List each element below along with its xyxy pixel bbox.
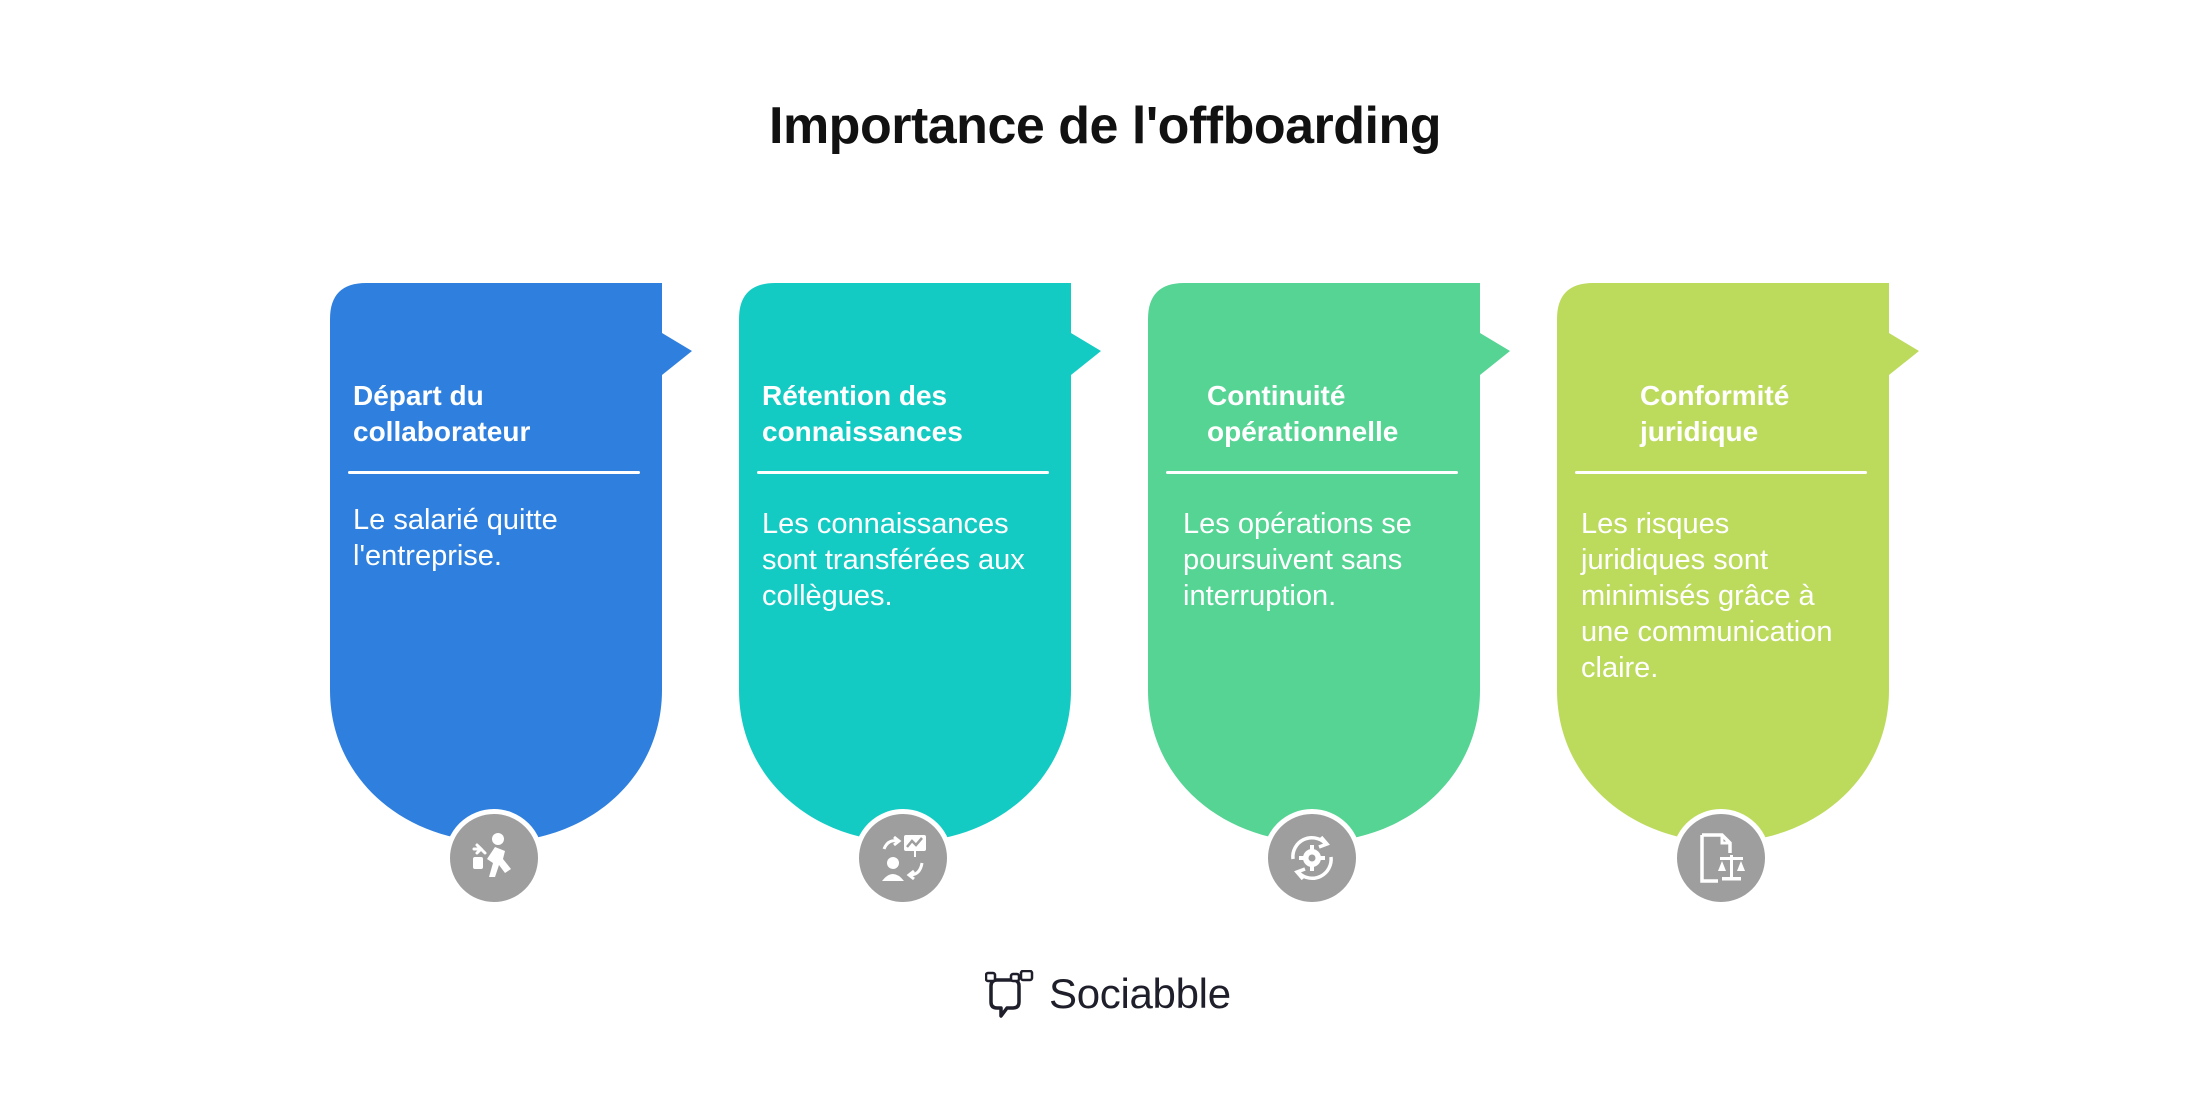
badge-retention — [854, 809, 952, 907]
card-description: Les connaissances sont transférées aux c… — [762, 506, 1062, 614]
card-desc-line: poursuivent sans — [1183, 544, 1403, 576]
card-title: Conformité juridique — [1640, 378, 1789, 450]
card-divider — [1166, 471, 1458, 474]
legal-document-scale-icon — [1700, 833, 1745, 883]
card-title-line1: Conformité — [1640, 380, 1790, 411]
card-shape — [1148, 283, 1510, 842]
badge-continuite — [1263, 809, 1361, 907]
badge-depart — [445, 809, 543, 907]
badge-conformite — [1672, 809, 1770, 907]
card-title-line2: opérationnelle — [1207, 416, 1399, 447]
knowledge-transfer-icon — [882, 835, 926, 881]
card-desc-line: Les risques — [1581, 508, 1730, 540]
card-title: Continuité opérationnelle — [1207, 378, 1398, 450]
card-title-line2: collaborateur — [353, 416, 531, 447]
card-title: Rétention des connaissances — [762, 378, 963, 450]
sociabble-logo: Sociabble — [985, 970, 1231, 1018]
card-desc-line: Les opérations se — [1183, 508, 1412, 540]
card-desc-line: juridiques sont — [1581, 544, 1768, 576]
card-desc-line: claire. — [1581, 652, 1659, 684]
card-desc-line: sont transférées aux — [762, 544, 1025, 576]
card-title-line1: Départ du — [353, 380, 484, 411]
card-title-line2: connaissances — [762, 416, 963, 447]
card-divider — [348, 471, 640, 474]
logo-text: Sociabble — [1049, 970, 1231, 1017]
card-desc-line: Le salarié quitte — [353, 504, 558, 536]
card-title-line1: Continuité — [1207, 380, 1346, 411]
card-desc-line: une communication — [1581, 616, 1833, 648]
card-shape — [330, 283, 692, 842]
card-divider — [1575, 471, 1867, 474]
person-leaving-icon — [472, 833, 511, 877]
card-title-line2: juridique — [1640, 416, 1759, 447]
diagram-title: Importance de l'offboarding — [769, 97, 1442, 155]
card-desc-line: l'entreprise. — [353, 540, 502, 572]
card-shape — [1557, 283, 1919, 842]
card-title-line1: Rétention des — [762, 380, 948, 411]
card-desc-line: Les connaissances — [762, 508, 1009, 540]
card-title: Départ du collaborateur — [353, 378, 530, 450]
card-desc-line: collègues. — [762, 580, 893, 612]
card-divider — [757, 471, 1049, 474]
card-description: Les risques juridiques sont minimisés gr… — [1581, 506, 1881, 686]
chat-bubble-logo-icon — [985, 970, 1034, 1018]
card-description: Les opérations se poursuivent sans inter… — [1183, 506, 1483, 614]
gear-cycle-icon — [1291, 835, 1333, 881]
card-shape — [739, 283, 1101, 842]
card-description: Le salarié quitte l'entreprise. — [353, 502, 653, 574]
card-desc-line: interruption. — [1183, 580, 1337, 612]
card-desc-line: minimisés grâce à — [1581, 580, 1815, 612]
